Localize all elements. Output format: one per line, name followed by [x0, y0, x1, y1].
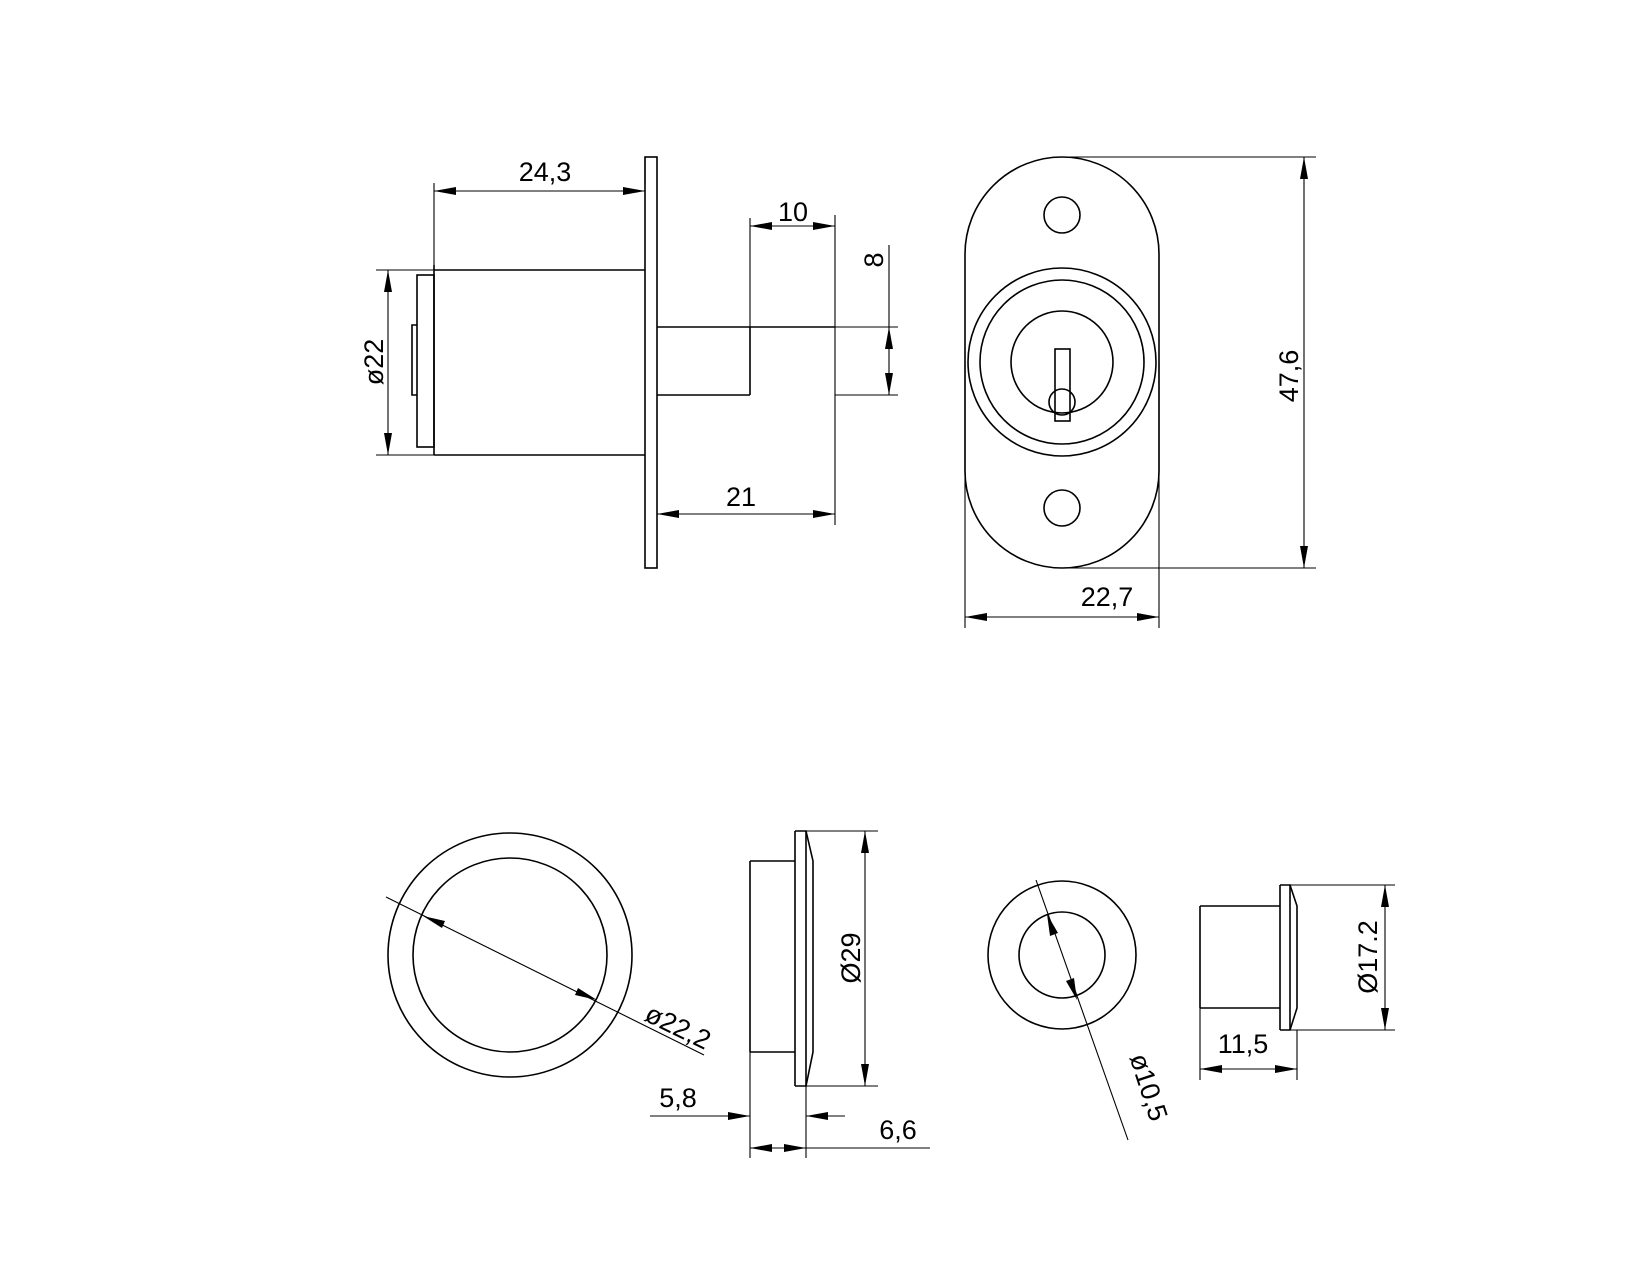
- screw-hole-bottom: [1043, 489, 1081, 527]
- escutcheon-plate: [964, 156, 1160, 569]
- dim-ring-outer-diameter-label: Ø29: [836, 932, 866, 983]
- dim-body-diameter: ø22: [359, 269, 434, 456]
- dim-bushing-length-label: 11,5: [1218, 1029, 1269, 1059]
- screw-hole-top: [1043, 196, 1081, 234]
- dim-bolt-width: 10: [749, 197, 836, 525]
- dim-body-length: 24,3: [433, 157, 646, 265]
- dim-ring-inner-diameter-label: ø22,2: [640, 998, 715, 1055]
- bolt: [657, 326, 835, 396]
- dim-bolt-height-label: 8: [859, 252, 889, 267]
- dim-front-width: 22,7: [964, 362, 1160, 628]
- mounting-plate: [644, 156, 658, 569]
- dim-ring-body-thickness-label: 5,8: [659, 1083, 697, 1113]
- dim-front-width-label: 22,7: [1081, 582, 1134, 612]
- dim-bolt-height: 8: [835, 245, 898, 396]
- cylinder-pin: [1048, 388, 1076, 416]
- dim-ring-flange-thickness-label: 6,6: [879, 1115, 917, 1145]
- bushing-side-profile: [1199, 884, 1298, 1031]
- bushing-detail: ø10,5 Ø17.2 11,5: [987, 879, 1395, 1141]
- lock-head-inner: [979, 279, 1145, 445]
- bushing-outer: [987, 880, 1137, 1030]
- lock-head-outer: [967, 267, 1157, 457]
- bushing-bore: [1018, 911, 1106, 999]
- dim-bushing-outer-diameter: Ø17.2: [1290, 884, 1395, 1031]
- dim-ring-inner-diameter: ø22,2: [385, 896, 716, 1056]
- dim-front-height: 47,6: [1062, 156, 1316, 569]
- dim-bushing-bore-label: ø10,5: [1124, 1050, 1174, 1125]
- dim-bolt-projection-label: 21: [726, 482, 756, 512]
- dim-ring-flange-thickness: 6,6: [749, 1052, 930, 1158]
- dim-front-height-label: 47,6: [1274, 350, 1304, 403]
- dim-body-length-label: 24,3: [519, 157, 572, 187]
- lock-body-outline: [411, 156, 835, 569]
- ring-outer: [387, 832, 633, 1078]
- dim-ring-outer-diameter: Ø29: [806, 830, 878, 1087]
- dim-body-diameter-label: ø22: [359, 339, 389, 386]
- dim-bushing-length: 11,5: [1199, 1008, 1298, 1080]
- dim-bolt-width-label: 10: [778, 197, 808, 227]
- lock-cylinder: [1010, 310, 1114, 414]
- ring-detail: ø22,2 Ø29 5,8 6,6: [385, 830, 930, 1158]
- dim-ring-body-thickness: 5,8: [650, 1083, 845, 1120]
- front-view: 47,6 22,7: [964, 156, 1316, 628]
- dim-bushing-outer-diameter-label: Ø17.2: [1353, 920, 1383, 994]
- keyway-icon: [1054, 348, 1071, 422]
- dim-bolt-projection: 21: [657, 482, 835, 518]
- dim-bushing-bore: ø10,5: [1035, 879, 1174, 1141]
- ring-side-profile: [749, 830, 814, 1087]
- ring-inner: [412, 857, 608, 1053]
- side-view: 24,3 ø22 10 8 21: [359, 156, 898, 569]
